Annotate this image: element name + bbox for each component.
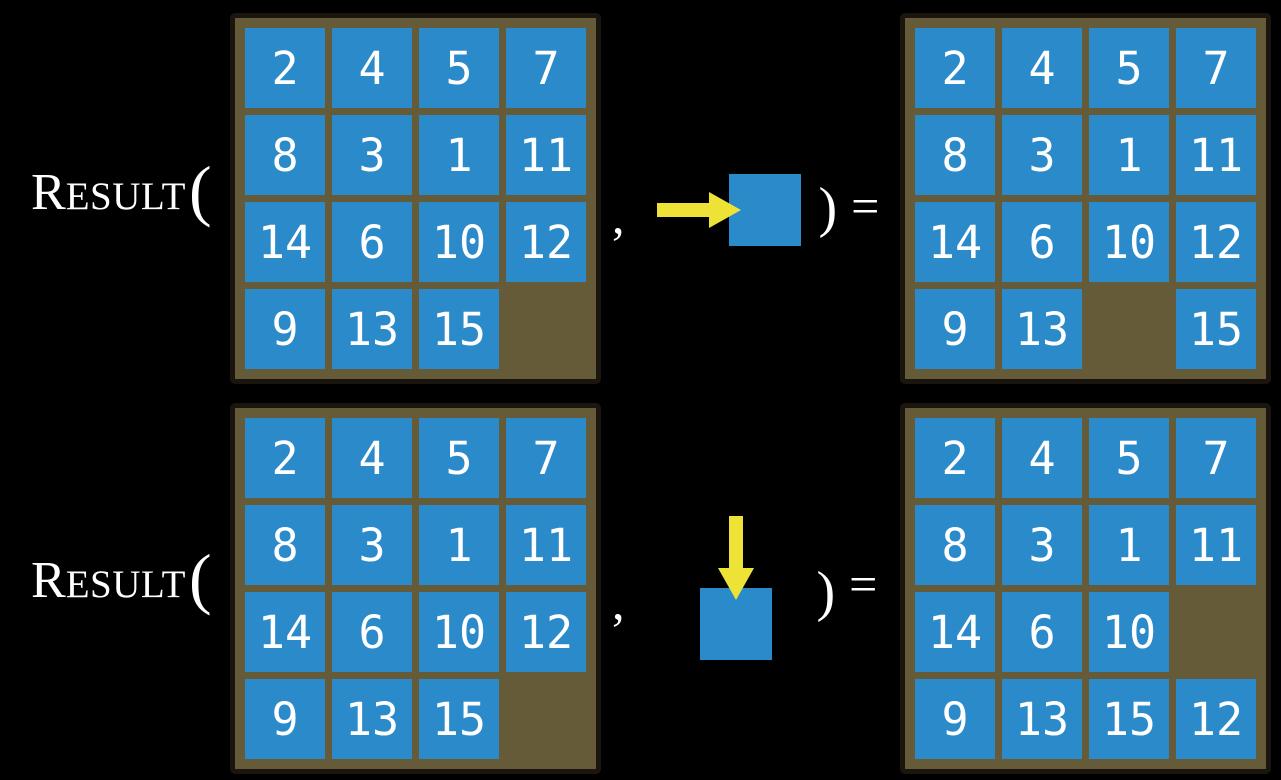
tile-11: 11 [1176,505,1256,585]
tile-5: 5 [1089,418,1169,498]
equals-sign: = [849,556,878,612]
tile-15: 15 [419,679,499,759]
close-paren: ) [816,561,836,623]
tile-15: 15 [1089,679,1169,759]
tile-10: 10 [1089,592,1169,672]
close-paren: ) [818,176,838,239]
down-arrow-icon [717,516,754,600]
tile-5: 5 [1089,28,1169,108]
tile-1: 1 [1089,505,1169,585]
action-expression-1: , ) = [612,162,879,257]
tile-3: 3 [1002,505,1082,585]
function-name-initial: R [31,552,66,609]
tile-8: 8 [245,115,325,195]
tile-11: 11 [506,505,586,585]
tile-10: 10 [419,202,499,282]
tile-2: 2 [915,418,995,498]
equals-sign: = [851,177,880,234]
tile-14: 14 [245,202,325,282]
tile-13: 13 [332,289,412,369]
tile-2: 2 [245,418,325,498]
blank-cell [1089,289,1169,369]
function-name-rest: ESULT [65,563,186,606]
tile-1: 1 [419,115,499,195]
tile-12: 12 [1176,202,1256,282]
function-name-rest: ESULT [65,175,186,218]
tile-10: 10 [419,592,499,672]
tile-7: 7 [506,418,586,498]
tile-3: 3 [1002,115,1082,195]
tile-5: 5 [419,418,499,498]
tile-7: 7 [506,28,586,108]
tile-3: 3 [332,505,412,585]
blank-cell [506,679,586,759]
tile-1: 1 [419,505,499,585]
tile-14: 14 [245,592,325,672]
tile-1: 1 [1089,115,1169,195]
down-move-action [699,516,772,660]
open-paren: ( [188,540,212,616]
blank-tile-icon [728,173,801,246]
comma: , [612,187,625,244]
tile-12: 12 [506,202,586,282]
tile-14: 14 [915,202,995,282]
tile-7: 7 [1176,418,1256,498]
tile-15: 15 [419,289,499,369]
tile-6: 6 [332,202,412,282]
blank-cell [1176,592,1256,672]
right-arrow-icon [656,191,741,228]
tile-3: 3 [332,115,412,195]
tile-4: 4 [1002,28,1082,108]
tile-12: 12 [1176,679,1256,759]
tile-15: 15 [1176,289,1256,369]
action-expression-2: , ) = [612,502,877,674]
tile-6: 6 [1002,592,1082,672]
tile-7: 7 [1176,28,1256,108]
function-name-initial: R [31,164,66,221]
tile-13: 13 [1002,679,1082,759]
tile-10: 10 [1089,202,1169,282]
blank-cell [506,289,586,369]
tile-4: 4 [1002,418,1082,498]
tile-9: 9 [915,679,995,759]
tile-12: 12 [506,592,586,672]
blank-tile-icon [699,588,772,660]
tile-14: 14 [915,592,995,672]
tile-2: 2 [915,28,995,108]
tile-6: 6 [1002,202,1082,282]
tile-8: 8 [915,505,995,585]
tile-4: 4 [332,418,412,498]
comma: , [612,574,625,630]
tile-9: 9 [915,289,995,369]
tile-8: 8 [915,115,995,195]
tile-6: 6 [332,592,412,672]
tile-9: 9 [245,679,325,759]
tile-13: 13 [332,679,412,759]
tile-8: 8 [245,505,325,585]
tile-11: 11 [506,115,586,195]
tile-9: 9 [245,289,325,369]
open-paren: ( [188,152,212,228]
tile-13: 13 [1002,289,1082,369]
tile-4: 4 [332,28,412,108]
tile-2: 2 [245,28,325,108]
tile-5: 5 [419,28,499,108]
tile-11: 11 [1176,115,1256,195]
